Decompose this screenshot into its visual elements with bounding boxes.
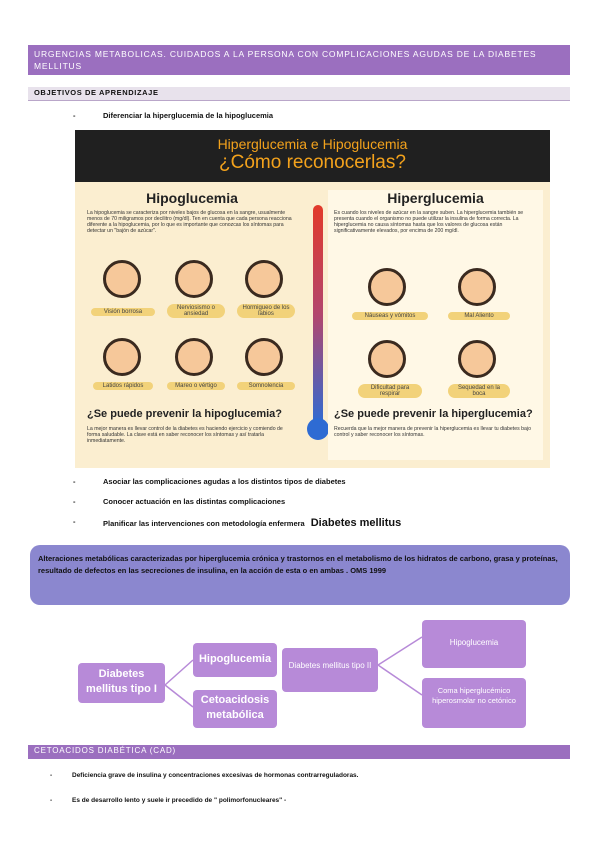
- hypoglycemia-prevention-text: La mejor manera es llevar control de la …: [87, 426, 283, 444]
- bullet-dash: -: [73, 111, 76, 120]
- symptom-label: Latidos rápidos: [93, 382, 153, 390]
- hyperglycemia-prevention-title: ¿Se puede prevenir la hiperglucemia?: [334, 408, 533, 420]
- symptom-label: Dificultad para respirar: [358, 384, 422, 398]
- node-label: Hipoglucemia: [449, 638, 499, 647]
- symptom-label: Sequedad en la boca: [448, 384, 510, 398]
- symptom-label: Nerviosismo o ansiedad: [167, 304, 225, 318]
- objective-item: - Planificar las intervenciones con meto…: [73, 517, 513, 531]
- thermometer-bulb-icon: [307, 418, 329, 440]
- face-illustration: [175, 260, 213, 298]
- symptom-label: Náuseas y vómitos: [352, 312, 428, 320]
- infographic-title: Hiperglucemia e Hipoglucemia: [217, 136, 408, 152]
- hyperglycemia-panel: Hiperglucemia Es cuando los niveles de a…: [328, 190, 543, 460]
- ketoacidosis-text: Es de desarrollo lento y suele ir preced…: [72, 797, 287, 804]
- objective-item: - Asociar las complicaciones agudas a lo…: [73, 477, 473, 489]
- objective-text: Diferenciar la hiperglucemia de la hipog…: [103, 111, 274, 120]
- hypoglycemia-prevention-title: ¿Se puede prevenir la hipoglucemia?: [87, 408, 282, 420]
- node-label: Diabetes mellitus tipo I: [86, 668, 157, 695]
- connector-line: [377, 636, 423, 666]
- symptom-label: Somnolencia: [237, 382, 295, 390]
- face-illustration: [103, 338, 141, 376]
- ketoacidosis-heading: CETOACIDOS DIABÉTICA (CAD): [34, 746, 177, 755]
- symptom-label: Mal Aliento: [448, 312, 510, 320]
- symptom-label: Visión borrosa: [91, 308, 155, 316]
- infographic-subtitle: ¿Cómo reconocerlas?: [219, 152, 406, 173]
- hypoglycemia-description: La hipoglucemia se caracteriza por nivel…: [87, 210, 292, 234]
- node-label: Hipoglucemia: [198, 653, 272, 665]
- connector-line: [377, 664, 423, 696]
- objective-text-with-title: Planificar las intervenciones con metodo…: [103, 517, 401, 529]
- definition-text: Alteraciones metabólicas caracterizadas …: [38, 554, 558, 575]
- symptom-label: Mareo o vértigo: [167, 382, 225, 390]
- hypoglycemia-type2-node: Hipoglucemia: [422, 620, 526, 668]
- hypoglycemia-panel: Hipoglucemia La hipoglucemia se caracter…: [83, 190, 301, 460]
- node-label: Coma hiperglucémico hiperosmolar no cetó…: [432, 686, 516, 705]
- ketoacidosis-item: - Es de desarrollo lento y suele ir prec…: [50, 797, 570, 809]
- infographic-image: Hiperglucemia e Hipoglucemia ¿Cómo recon…: [75, 130, 550, 468]
- connector-line: [164, 659, 194, 686]
- face-illustration: [458, 268, 496, 306]
- document-title: URGENCIAS METABOLICAS. CUIDADOS A LA PER…: [34, 49, 537, 71]
- symptom-label: Hormigueo de los labios: [237, 304, 295, 318]
- bullet-dash: -: [73, 477, 76, 486]
- ketoacidosis-node: Cetoacidosis metabólica: [193, 690, 277, 728]
- face-illustration: [368, 268, 406, 306]
- ketoacidosis-heading-band: CETOACIDOS DIABÉTICA (CAD): [28, 745, 570, 759]
- inline-title: Diabetes mellitus: [310, 517, 402, 529]
- objectives-heading: OBJETIVOS DE APRENDIZAJE: [34, 88, 159, 97]
- diabetes-type1-node: Diabetes mellitus tipo I: [78, 663, 165, 703]
- face-illustration: [245, 338, 283, 376]
- ketoacidosis-item: - Deficiencia grave de insulina y concen…: [50, 772, 570, 784]
- bullet-dash: -: [50, 797, 53, 804]
- hyperosmolar-coma-node: Coma hiperglucémico hiperosmolar no cetó…: [422, 678, 526, 728]
- diabetes-type2-node: Diabetes mellitus tipo II: [282, 648, 378, 692]
- bullet-dash: -: [50, 772, 53, 779]
- face-illustration: [368, 340, 406, 378]
- document-title-band: URGENCIAS METABOLICAS. CUIDADOS A LA PER…: [28, 45, 570, 75]
- objective-text: Asociar las complicaciones agudas a los …: [103, 477, 346, 486]
- bullet-dash: -: [73, 517, 76, 526]
- face-illustration: [458, 340, 496, 378]
- hyperglycemia-description: Es cuando los niveles de azúcar en la sa…: [334, 210, 524, 234]
- hypoglycemia-title: Hipoglucemia: [146, 190, 238, 206]
- node-label: Diabetes mellitus tipo II: [288, 661, 372, 670]
- objective-item: - Diferenciar la hiperglucemia de la hip…: [73, 111, 473, 123]
- definition-box: Alteraciones metabólicas caracterizadas …: [30, 545, 570, 605]
- face-illustration: [175, 338, 213, 376]
- infographic-header: Hiperglucemia e Hipoglucemia ¿Cómo recon…: [75, 130, 550, 182]
- ketoacidosis-text: Deficiencia grave de insulina y concentr…: [72, 772, 359, 779]
- thermometer-icon: [313, 205, 323, 425]
- node-label: Cetoacidosis metabólica: [200, 694, 270, 721]
- connector-line: [164, 684, 194, 708]
- objective-text: Planificar las intervenciones con metodo…: [103, 519, 305, 528]
- face-illustration: [103, 260, 141, 298]
- hyperglycemia-title: Hiperglucemia: [387, 190, 484, 206]
- diagram-connectors: [164, 636, 423, 708]
- objective-text: Conocer actuación en las distintas compl…: [103, 497, 286, 506]
- bullet-dash: -: [73, 497, 76, 506]
- face-illustration: [245, 260, 283, 298]
- objectives-heading-band: OBJETIVOS DE APRENDIZAJE: [28, 87, 570, 101]
- hypoglycemia-node: Hipoglucemia: [193, 643, 277, 677]
- hyperglycemia-prevention-text: Recuerda que la mejor manera de prevenir…: [334, 426, 531, 438]
- objective-item: - Conocer actuación en las distintas com…: [73, 497, 473, 509]
